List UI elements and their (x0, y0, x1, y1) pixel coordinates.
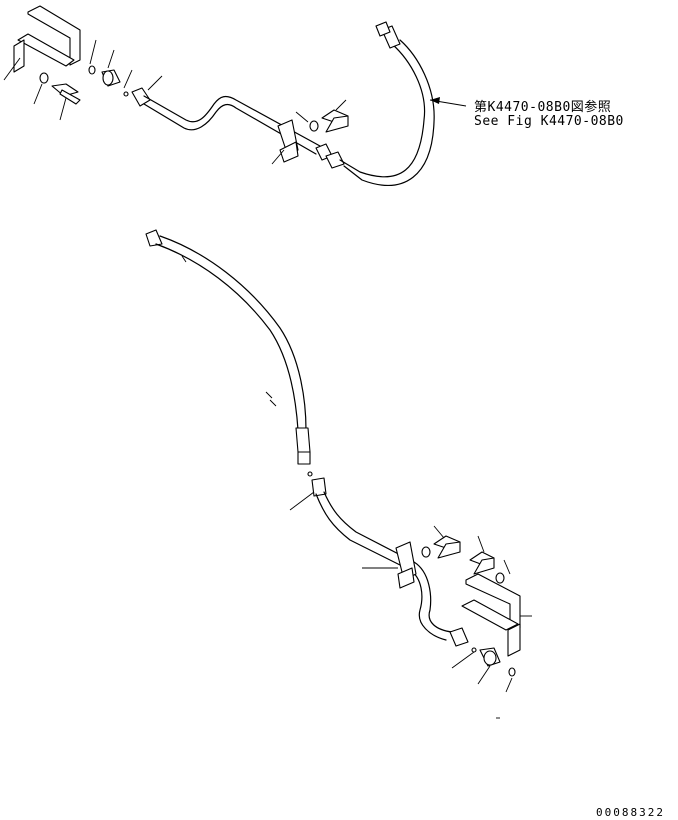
lower-bracket (461, 573, 521, 657)
lower-fitting (479, 647, 501, 667)
leader-lines (3, 39, 532, 719)
clamp-bolt-lower (433, 535, 461, 559)
reference-arrow (429, 97, 467, 107)
drawing-number: 00088322 (596, 806, 665, 819)
lower-pipe-end-nut (449, 627, 469, 647)
upper-pipe-nut (131, 87, 151, 107)
upper-bracket (13, 5, 81, 73)
reference-label-en: See Fig K4470-08B0 (474, 114, 624, 129)
lower-hose (145, 229, 311, 465)
upper-washer (39, 72, 49, 84)
lower-pipe-clamp (395, 541, 417, 589)
upper-o-ring (88, 65, 96, 75)
upper-fitting (101, 69, 121, 87)
lower-bolt (469, 551, 495, 575)
lower-pipe-nut (311, 477, 327, 497)
lower-small-o-ring (508, 667, 516, 677)
upper-pipe-clamp (277, 119, 299, 163)
clamp-washer-upper (309, 120, 319, 132)
upper-small-ring (123, 91, 129, 97)
upper-hose (325, 21, 435, 186)
upper-steel-pipe (143, 95, 321, 147)
lower-o-ring-top (307, 471, 313, 477)
lower-o-ring-bottom (471, 647, 477, 653)
clamp-bolt-upper (321, 109, 349, 133)
reference-label-jp: 第K4470-08B0図参照 (474, 100, 612, 115)
clamp-washer-lower (421, 546, 431, 558)
lower-steel-pipe (315, 493, 447, 641)
upper-bolt (51, 83, 81, 105)
lower-washer (495, 572, 505, 584)
